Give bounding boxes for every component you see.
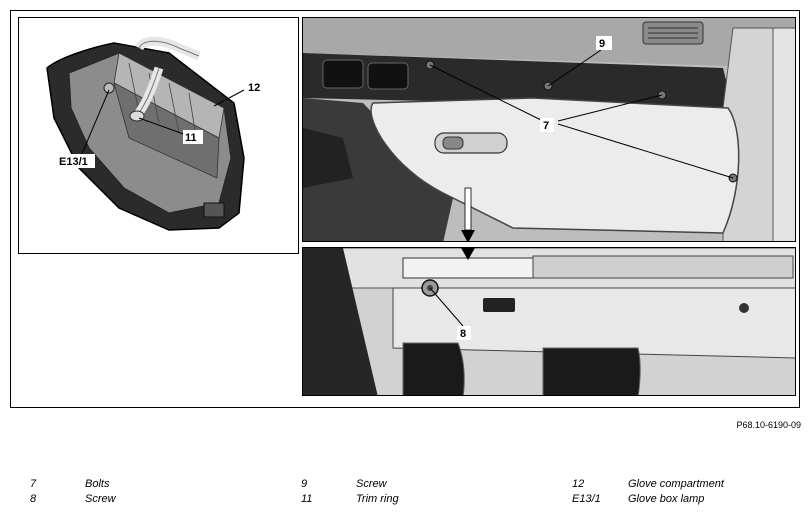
- legend-text-glove-compartment: Glove compartment: [628, 478, 724, 490]
- legend-text-bolts: Bolts: [85, 478, 110, 490]
- detail-screw-illustration: 8: [303, 248, 795, 395]
- callout-12: 12: [248, 82, 260, 94]
- callout-9: 9: [599, 38, 605, 50]
- legend-num-9: 9: [301, 478, 308, 490]
- figure-code: P68.10-6190-09: [736, 420, 801, 430]
- legend-num-8: 8: [30, 493, 37, 505]
- callout-e13-1: E13/1: [59, 156, 88, 168]
- legend-text-screw-8: Screw: [85, 493, 116, 505]
- panel-detail-screw: 8: [302, 247, 796, 396]
- legend-text-glove-box-lamp: Glove box lamp: [628, 493, 705, 505]
- legend-text-screw-9: Screw: [356, 478, 387, 490]
- legend-text-trim-ring: Trim ring: [356, 493, 399, 505]
- legend-num-12: 12: [572, 478, 585, 490]
- callout-11: 11: [185, 132, 197, 144]
- panel-glove-compartment: 12 11 E13/1: [18, 17, 299, 254]
- callout-8: 8: [460, 328, 466, 340]
- legend-num-11: 11: [301, 493, 313, 505]
- glove-compartment-illustration: 12 11 E13/1: [46, 36, 266, 231]
- installed-glovebox-illustration: 9 7: [303, 18, 795, 241]
- legend-num-e13-1: E13/1: [572, 493, 601, 505]
- callout-7: 7: [543, 120, 549, 132]
- legend-num-7: 7: [30, 478, 37, 490]
- figure-frame: 12 11 E13/1: [10, 10, 800, 408]
- panel-installed-glovebox: 9 7: [302, 17, 796, 242]
